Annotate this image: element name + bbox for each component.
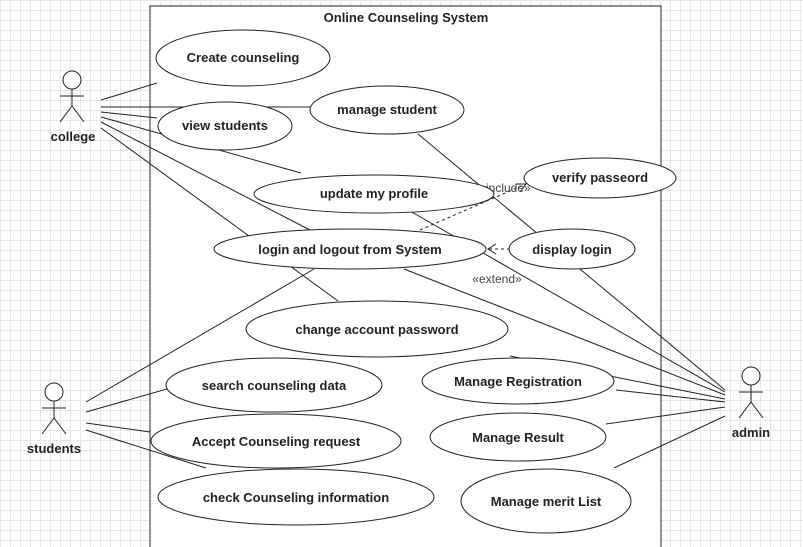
- use-case-label: display login: [532, 242, 612, 257]
- use-case-manage-result[interactable]: Manage Result: [429, 412, 607, 462]
- use-case-label: update my profile: [320, 186, 428, 201]
- use-case-manage-student[interactable]: manage student: [309, 85, 465, 135]
- use-case-manage-registration[interactable]: Manage Registration: [421, 357, 615, 405]
- use-case-label: change account password: [295, 322, 458, 337]
- actor-label: college: [51, 129, 96, 144]
- assoc-students-check: [85, 429, 207, 469]
- use-case-view-students[interactable]: view students: [157, 101, 293, 151]
- include-arrow-head: [516, 183, 527, 193]
- actor-students[interactable]: students: [27, 382, 81, 456]
- extend-arrow-head: [487, 243, 497, 255]
- actor-college[interactable]: college: [51, 70, 96, 144]
- system-title: Online Counseling System: [324, 10, 489, 25]
- use-case-label: verify passeord: [552, 170, 648, 185]
- actor-head-icon: [44, 382, 64, 402]
- use-case-label: Create counseling: [187, 50, 300, 65]
- actor-head-icon: [62, 70, 82, 90]
- use-case-verify-password[interactable]: verify passeord: [523, 157, 677, 199]
- use-case-label: Manage Result: [472, 430, 564, 445]
- assoc-college-create-counseling: [100, 82, 158, 101]
- assoc-students-accept: [85, 422, 151, 433]
- assoc-admin-manage-merit: [613, 415, 726, 469]
- use-case-label: manage student: [337, 102, 437, 117]
- associations: [85, 82, 726, 469]
- actor-label: students: [27, 441, 81, 456]
- actor-label: admin: [732, 425, 770, 440]
- include-arrow-line: [419, 183, 527, 231]
- use-case-search-counseling[interactable]: search counseling data: [165, 357, 383, 413]
- assoc-admin-login: [403, 268, 726, 396]
- dependency-relations: «include» «extend»: [419, 181, 531, 286]
- use-case-label: Manage merit List: [491, 494, 602, 509]
- use-case-label: Manage Registration: [454, 374, 582, 389]
- extend-label: «extend»: [472, 272, 522, 286]
- assoc-students-login: [85, 268, 315, 403]
- use-case-create-counseling[interactable]: Create counseling: [155, 29, 331, 87]
- use-case-display-login[interactable]: display login: [508, 228, 636, 270]
- use-case-label: login and logout from System: [258, 242, 441, 257]
- use-case-label: check Counseling information: [203, 490, 389, 505]
- use-case-check-information[interactable]: check Counseling information: [157, 468, 435, 526]
- assoc-college-view-students: [100, 111, 158, 119]
- assoc-admin-manage-result: [605, 406, 726, 425]
- assoc-college-change-password: [100, 127, 339, 302]
- use-case-update-profile[interactable]: update my profile: [253, 174, 495, 214]
- use-case-label: Accept Counseling request: [192, 434, 361, 449]
- use-case-manage-merit[interactable]: Manage merit List: [460, 468, 632, 534]
- actor-head-icon: [741, 366, 761, 386]
- actor-admin[interactable]: admin: [732, 366, 770, 440]
- use-case-label: search counseling data: [202, 378, 347, 393]
- use-case-change-password[interactable]: change account password: [245, 300, 509, 358]
- assoc-college-login: [100, 121, 311, 231]
- use-case-label: view students: [182, 118, 268, 133]
- assoc-admin-manage-registration: [615, 389, 726, 403]
- use-case-accept-request[interactable]: Accept Counseling request: [150, 413, 402, 469]
- use-case-login-logout[interactable]: login and logout from System: [213, 228, 487, 270]
